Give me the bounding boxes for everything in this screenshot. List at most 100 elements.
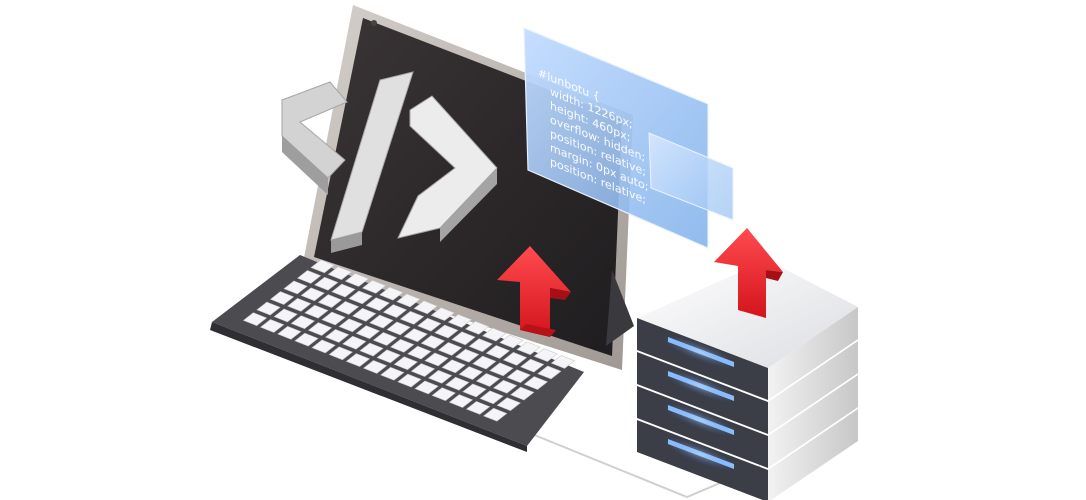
keyboard-key <box>523 376 548 390</box>
upload-arrow-icon <box>714 228 783 318</box>
keyboard-key <box>348 290 373 305</box>
keyboard-key <box>420 335 445 349</box>
keyboard-key <box>428 370 453 384</box>
server-rack-icon <box>637 228 858 500</box>
keyboard-key <box>297 270 322 284</box>
code-glass-tab <box>648 132 734 221</box>
keyboard-key <box>462 383 487 398</box>
server-light-glow <box>662 403 738 437</box>
keyboard-key <box>369 314 394 329</box>
keyboard-key <box>359 342 384 357</box>
keyboard-key <box>376 349 401 364</box>
keyboard-key <box>328 346 353 361</box>
tablet-stand <box>606 270 634 346</box>
keyboard-key <box>311 339 336 354</box>
server-light-glow <box>662 437 738 471</box>
keyboard-key <box>365 297 390 312</box>
keyboard-key <box>397 373 422 388</box>
keyboard-key <box>269 291 295 305</box>
keyboard-key <box>307 322 333 336</box>
keyboard-key <box>273 308 298 323</box>
code-panel: #lunbotu { width: 1226px; height: 460px;… <box>523 27 734 249</box>
keyboard-key <box>465 401 491 415</box>
code-glass-panel <box>523 27 709 249</box>
keyboard-key <box>300 287 325 302</box>
keyboard-key <box>317 294 343 308</box>
keyboard-key <box>437 342 463 356</box>
keyboard-key <box>464 320 490 335</box>
keyboard-key <box>496 397 521 411</box>
keyboard-key <box>290 315 315 330</box>
keyboard-key <box>399 311 425 325</box>
server-top <box>637 260 858 368</box>
keyboard-key <box>327 266 352 280</box>
keyboard-key <box>283 280 308 295</box>
keyboard-key <box>277 325 302 340</box>
keyboard-key <box>410 363 436 377</box>
keyboard-key <box>455 348 480 363</box>
keyboard-key <box>502 351 528 366</box>
keyboard-key <box>447 314 473 328</box>
keyboard-key <box>380 366 405 381</box>
keyboard-key <box>516 341 541 356</box>
keyboard-key <box>321 311 346 326</box>
keyboard-key <box>314 276 339 291</box>
server-unit-side <box>768 409 858 500</box>
keyboard-key <box>520 358 545 373</box>
keyboard-icon <box>242 259 576 422</box>
keyboard-key <box>287 298 312 312</box>
server-unit-side <box>768 375 858 468</box>
keyboard-key <box>372 332 398 346</box>
keyboard-key <box>448 394 474 408</box>
keyboard-key <box>396 293 421 308</box>
keyboard-key <box>352 307 377 322</box>
camera-icon <box>371 20 377 26</box>
keyboard-key <box>458 366 483 380</box>
keyboard-key <box>499 334 524 349</box>
upload-arrow-icon <box>497 246 571 337</box>
keyboard-key <box>382 304 408 318</box>
keyboard-key <box>445 376 470 391</box>
keyboard-key <box>363 360 388 374</box>
keyboard-key <box>294 332 319 347</box>
keyboard-key <box>537 365 562 380</box>
keyboard-key <box>485 345 510 359</box>
keyboard-key <box>334 301 360 315</box>
laptop-tablet <box>210 5 634 452</box>
keyboard-key <box>393 356 418 370</box>
keyboard-key <box>362 280 387 294</box>
keyboard-key <box>493 379 518 394</box>
keyboard-key <box>342 335 367 350</box>
keyboard-key <box>472 355 497 370</box>
keyboard-key <box>417 317 442 332</box>
keyboard-key <box>345 353 371 367</box>
keyboard-key <box>338 318 363 333</box>
keyboard-key <box>479 390 504 405</box>
keyboard-key <box>331 283 356 298</box>
keyboard-key <box>510 386 535 401</box>
keyboard-key <box>407 345 432 360</box>
keyboard-key <box>310 259 335 274</box>
keyboard-key <box>413 300 438 315</box>
keyboard-key <box>256 301 281 316</box>
keyboard-key <box>434 324 459 339</box>
keyboard-key <box>260 319 285 333</box>
keyboard-key <box>451 331 476 346</box>
keyboard-key <box>441 359 466 374</box>
keyboard-key <box>242 312 268 326</box>
keyboard-key <box>468 338 493 352</box>
keyboard-key <box>489 362 514 377</box>
keyboard-key <box>430 307 455 321</box>
keyboard-key <box>506 369 531 383</box>
server-unit-side <box>768 341 858 434</box>
keyboard-key <box>379 286 404 301</box>
server-light-glow <box>662 335 738 369</box>
keyboard-key <box>483 407 508 422</box>
keyboard-key <box>482 327 507 342</box>
keyboard-key <box>533 348 558 362</box>
server-unit-side <box>768 307 858 400</box>
keyboard-key <box>475 373 501 387</box>
keyboard-key <box>550 355 576 369</box>
keyboard-key <box>355 325 380 339</box>
